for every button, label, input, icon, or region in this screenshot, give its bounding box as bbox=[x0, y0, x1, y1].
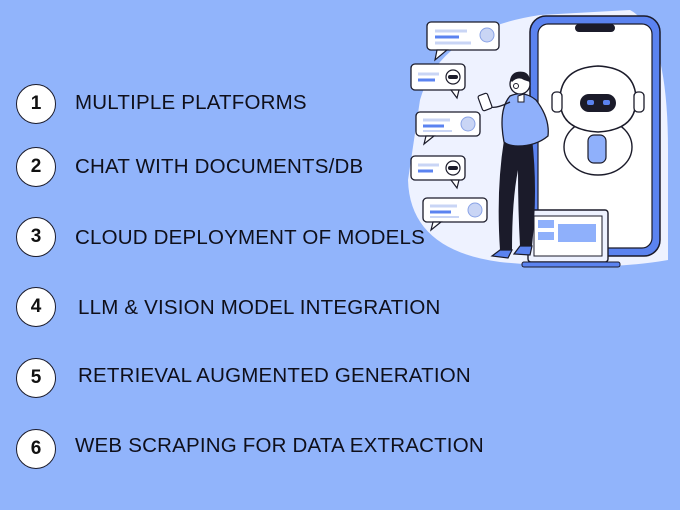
chat-bubble-icon bbox=[422, 197, 488, 232]
feature-number-badge: 6 bbox=[16, 429, 56, 469]
feature-label: MULTIPLE PLATFORMS bbox=[75, 91, 307, 114]
feature-item-4: 4 bbox=[16, 285, 56, 329]
chat-bubble-icon bbox=[426, 21, 500, 62]
feature-label: CHAT WITH DOCUMENTS/DB bbox=[75, 155, 364, 178]
feature-number-badge: 3 bbox=[16, 217, 56, 257]
robot-icon bbox=[551, 65, 645, 176]
laptop-icon bbox=[521, 209, 621, 268]
feature-label: CLOUD DEPLOYMENT OF MODELS bbox=[75, 226, 425, 249]
feature-item-3: 3 bbox=[16, 215, 56, 259]
chat-bubble-icon bbox=[415, 111, 481, 146]
feature-number-badge: 4 bbox=[16, 287, 56, 327]
feature-number-badge: 2 bbox=[16, 147, 56, 187]
chatbot-illustration bbox=[408, 10, 668, 268]
feature-item-1: 1 bbox=[16, 82, 56, 126]
feature-label: LLM & VISION MODEL INTEGRATION bbox=[78, 296, 441, 319]
person-icon bbox=[477, 71, 549, 259]
chat-bubble-icon bbox=[410, 63, 466, 100]
feature-item-5: 5 bbox=[16, 356, 56, 400]
feature-item-2: 2 bbox=[16, 145, 56, 189]
feature-label: WEB SCRAPING FOR DATA EXTRACTION bbox=[75, 434, 484, 457]
feature-label: RETRIEVAL AUGMENTED GENERATION bbox=[78, 364, 471, 387]
chat-bubble-icon bbox=[410, 155, 466, 190]
feature-number-badge: 1 bbox=[16, 84, 56, 124]
feature-item-6: 6 bbox=[16, 427, 56, 471]
feature-number-badge: 5 bbox=[16, 358, 56, 398]
